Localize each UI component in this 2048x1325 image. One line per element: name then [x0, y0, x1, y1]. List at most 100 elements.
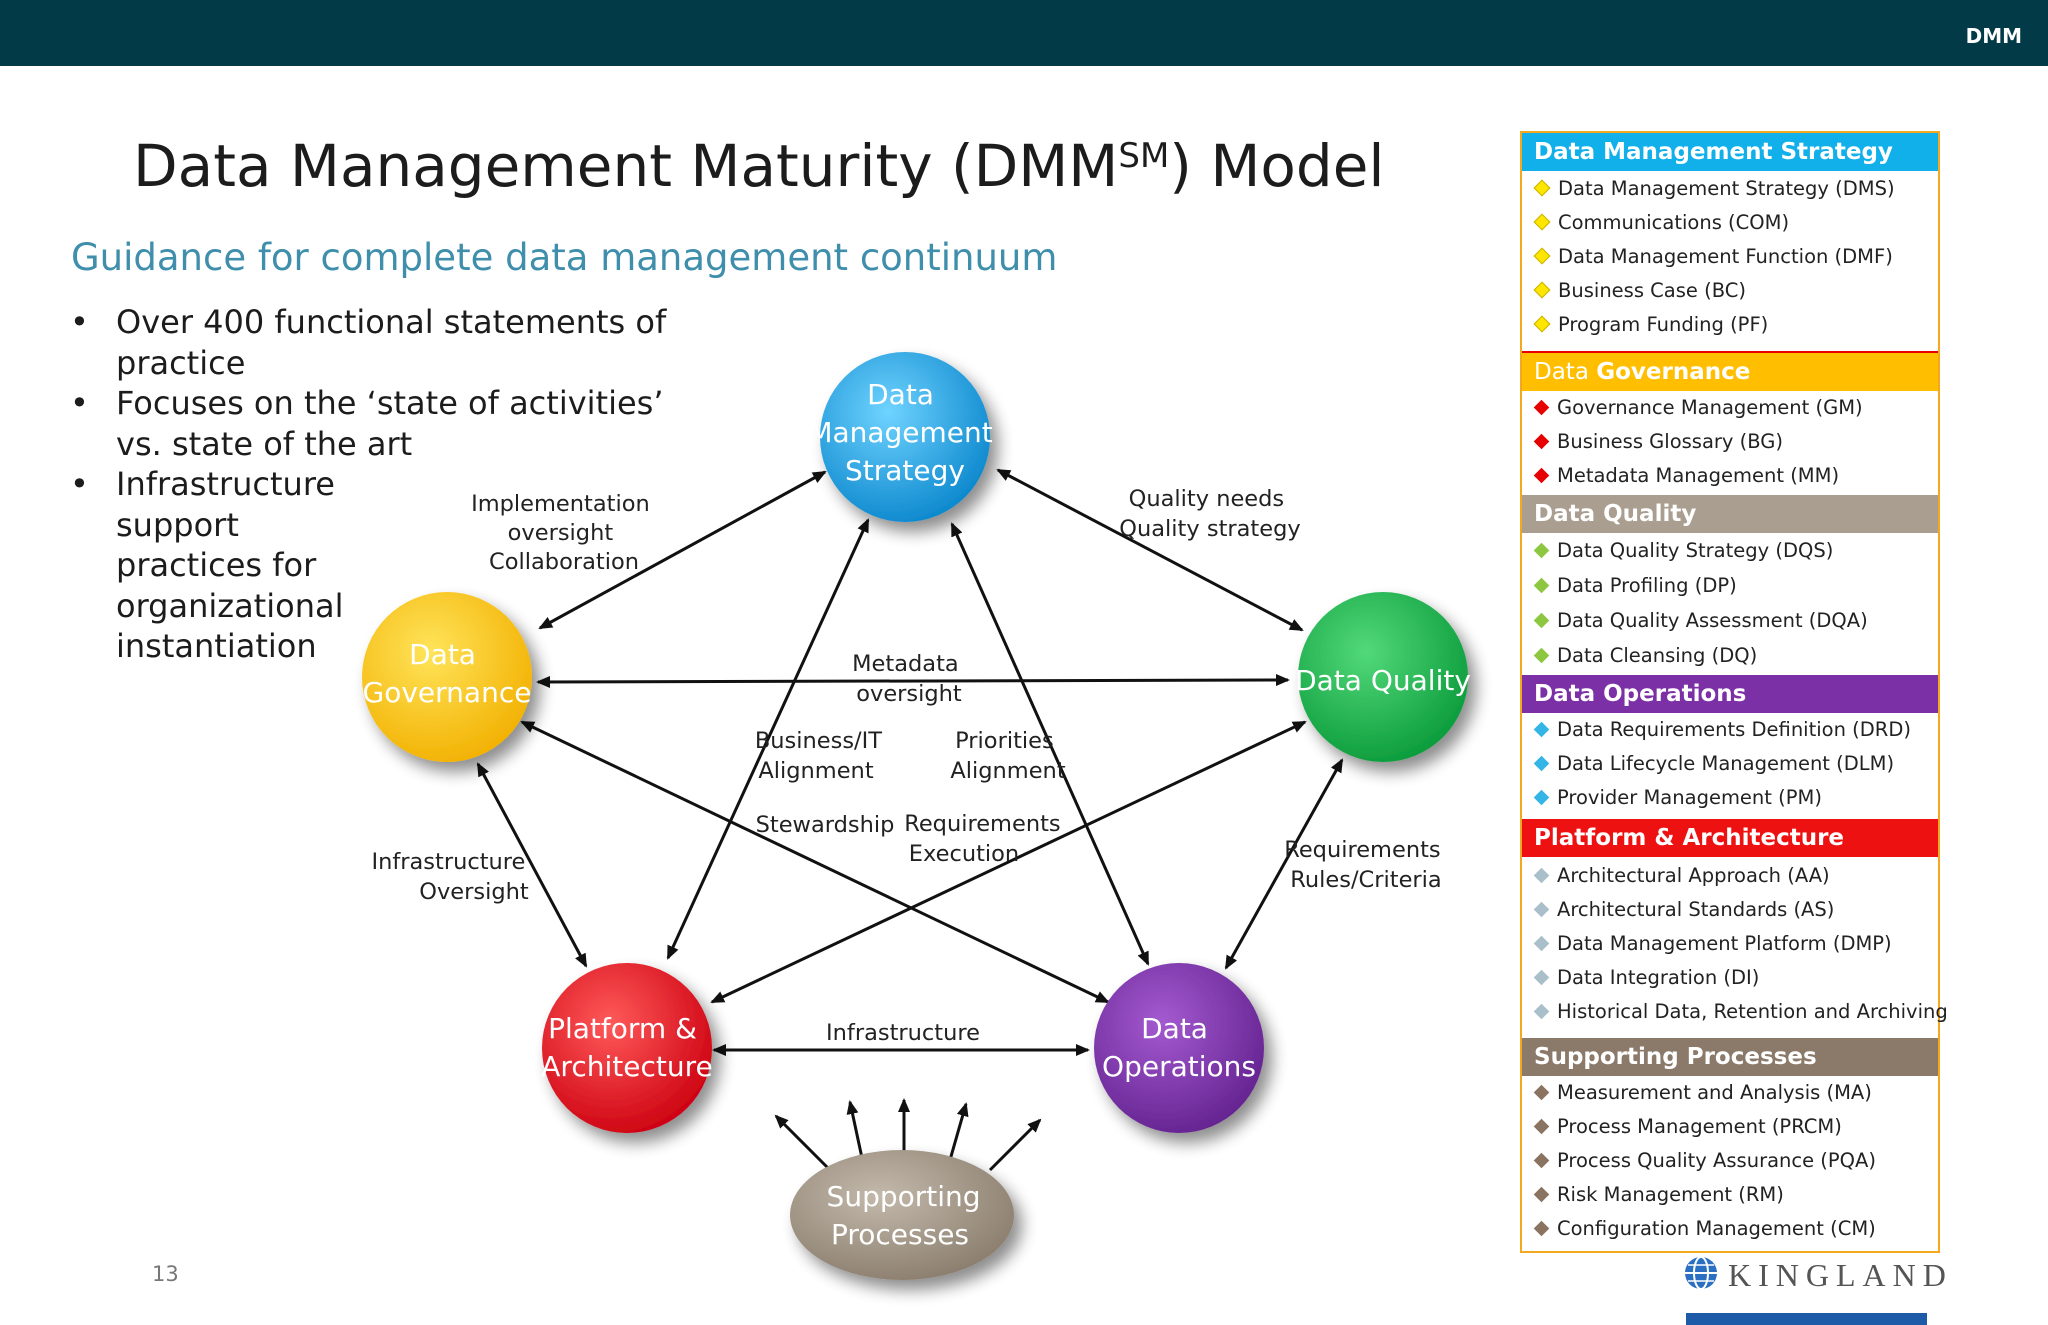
- grey-diamond-icon: [1533, 969, 1550, 986]
- yellow-diamond-icon: [1533, 213, 1551, 231]
- support-arrow: [948, 1102, 969, 1161]
- support-arrow: [774, 1114, 830, 1170]
- legend-item: Configuration Management (CM): [1522, 1212, 1938, 1246]
- grey-diamond-icon: [1533, 935, 1550, 952]
- process-area-legend: Data Management Strategy Data Management…: [1520, 131, 1948, 1253]
- legend-item: Data Management Function (DMF): [1522, 240, 1938, 274]
- legend-item: Program Funding (PF): [1522, 308, 1938, 342]
- legend-section-items: Data Requirements Definition (DRD) Data …: [1522, 713, 1938, 819]
- green-diamond-icon: [1533, 542, 1550, 559]
- legend-section-header: Data Governance: [1522, 351, 1938, 391]
- legend-item: Data Integration (DI): [1522, 961, 1938, 995]
- legend-section-items: Architectural Approach (AA) Architectura…: [1522, 857, 1948, 1038]
- yellow-diamond-icon: [1533, 315, 1551, 333]
- title-superscript: SM: [1118, 136, 1170, 176]
- edge-label-stewardship: Stewardship: [756, 812, 895, 838]
- red-diamond-icon: [1533, 433, 1550, 450]
- brown-diamond-icon: [1533, 1220, 1550, 1237]
- legend-item: Communications (COM): [1522, 206, 1938, 240]
- legend-section-items: Data Management Strategy (DMS) Communica…: [1522, 171, 1938, 351]
- red-diamond-icon: [1533, 399, 1550, 416]
- kingland-logo-text: KINGLAND: [1728, 1257, 1953, 1293]
- edge-label-infra-oversight: Infrastructure Oversight: [371, 849, 532, 905]
- svg-text:Platform & Architecture: Platform & Architecture: [541, 1012, 712, 1083]
- kingland-globe-icon: [1685, 1256, 1717, 1290]
- edge-label-metadata: Metadata oversight: [852, 651, 966, 707]
- edge-label-requirements-rules: Requirements Rules/Criteria: [1284, 837, 1448, 893]
- legend-item: Data Cleansing (DQ): [1522, 638, 1938, 673]
- node-supporting-processes: Supporting Processes: [790, 1150, 1014, 1280]
- legend-section-header: Platform & Architecture: [1522, 819, 1938, 857]
- legend-item: Business Glossary (BG): [1522, 425, 1938, 459]
- grey-diamond-icon: [1533, 1003, 1550, 1020]
- legend-item: Data Quality Assessment (DQA): [1522, 603, 1938, 638]
- legend-item: Data Management Strategy (DMS): [1522, 172, 1938, 206]
- edge-label-priorities: Priorities Alignment: [950, 728, 1065, 784]
- edge-label-requirements-execution: Requirements Execution: [904, 811, 1068, 867]
- green-diamond-icon: [1533, 577, 1550, 594]
- yellow-diamond-icon: [1533, 247, 1551, 265]
- brown-diamond-icon: [1533, 1084, 1550, 1101]
- support-arrow: [846, 1100, 864, 1159]
- node-data-operations: Data Operations: [1094, 963, 1264, 1133]
- legend-item: Metadata Management (MM): [1522, 459, 1938, 493]
- legend-item: Data Requirements Definition (DRD): [1522, 713, 1938, 747]
- top-bar: DMM: [0, 0, 2048, 66]
- legend-item: Provider Management (PM): [1522, 781, 1938, 815]
- bullet-list: Over 400 functional statements of practi…: [70, 302, 670, 667]
- yellow-diamond-icon: [1533, 281, 1551, 299]
- yellow-diamond-icon: [1533, 179, 1551, 197]
- legend-section-items: Data Quality Strategy (DQS) Data Profili…: [1522, 533, 1938, 675]
- node-platform-architecture: Platform & Architecture: [541, 963, 713, 1133]
- red-diamond-icon: [1533, 467, 1550, 484]
- legend-section-items: Measurement and Analysis (MA) Process Ma…: [1522, 1076, 1938, 1246]
- edge-dms-dq: [996, 468, 1304, 632]
- svg-text:Supporting Processes: Supporting Processes: [827, 1180, 990, 1251]
- edge-dq-do: [1224, 758, 1344, 970]
- node-data-governance: Data Governance: [362, 592, 532, 762]
- title-text-end: ) Model: [1169, 132, 1385, 200]
- legend-item: Data Lifecycle Management (DLM): [1522, 747, 1938, 781]
- edge-pa-dq: [710, 720, 1307, 1004]
- slide-title: Data Management Maturity (DMMSM) Model: [133, 132, 1385, 200]
- brown-diamond-icon: [1533, 1186, 1550, 1203]
- logo-underline: [1686, 1313, 1927, 1325]
- blue-diamond-icon: [1533, 721, 1550, 738]
- blue-diamond-icon: [1533, 755, 1550, 772]
- legend-section-header: Data Operations: [1522, 675, 1938, 713]
- bullet-item: Over 400 functional statements of practi…: [70, 302, 670, 383]
- grey-diamond-icon: [1533, 901, 1550, 918]
- edge-dg-dq: [536, 674, 1290, 688]
- brown-diamond-icon: [1533, 1152, 1550, 1169]
- title-text: Data Management Maturity (DMM: [133, 132, 1119, 200]
- node-data-management-strategy: Data Management Strategy: [808, 352, 993, 522]
- edge-label-implementation: Implementation oversight Collaboration: [471, 491, 657, 575]
- bullet-item: Infrastructure support practices for org…: [70, 464, 376, 667]
- edge-label-infrastructure: Infrastructure: [826, 1020, 980, 1046]
- node-data-quality: Data Quality: [1295, 592, 1471, 762]
- slide-subtitle: Guidance for complete data management co…: [71, 236, 1058, 279]
- svg-text:Data Quality: Data Quality: [1295, 664, 1471, 697]
- legend-section-items: Governance Management (GM) Business Glos…: [1522, 391, 1938, 495]
- legend-item: Architectural Standards (AS): [1522, 893, 1938, 927]
- legend-item: Process Quality Assurance (PQA): [1522, 1144, 1938, 1178]
- legend-item: Data Quality Strategy (DQS): [1522, 533, 1938, 568]
- legend-section-header: Supporting Processes: [1522, 1038, 1938, 1076]
- bullet-item: Focuses on the ‘state of activities’ vs.…: [70, 383, 670, 464]
- edge-dg-pa: [476, 762, 588, 968]
- green-diamond-icon: [1533, 647, 1550, 664]
- green-diamond-icon: [1533, 612, 1550, 629]
- legend-item: Historical Data, Retention and Archiving: [1522, 995, 1948, 1029]
- legend-item: Data Management Platform (DMP): [1522, 927, 1938, 961]
- legend-section-header: Data Management Strategy: [1522, 133, 1938, 171]
- svg-text:Data Operations: Data Operations: [1102, 1012, 1256, 1083]
- edge-label-business-it: Business/IT Alignment: [755, 728, 889, 784]
- brown-diamond-icon: [1533, 1118, 1550, 1135]
- legend-item: Risk Management (RM): [1522, 1178, 1938, 1212]
- page-number: 13: [152, 1262, 179, 1286]
- legend-item: Process Management (PRCM): [1522, 1110, 1938, 1144]
- legend-item: Measurement and Analysis (MA): [1522, 1076, 1938, 1110]
- legend-item: Governance Management (GM): [1522, 391, 1938, 425]
- legend-section-header: Data Quality: [1522, 495, 1938, 533]
- legend-item: Business Case (BC): [1522, 274, 1938, 308]
